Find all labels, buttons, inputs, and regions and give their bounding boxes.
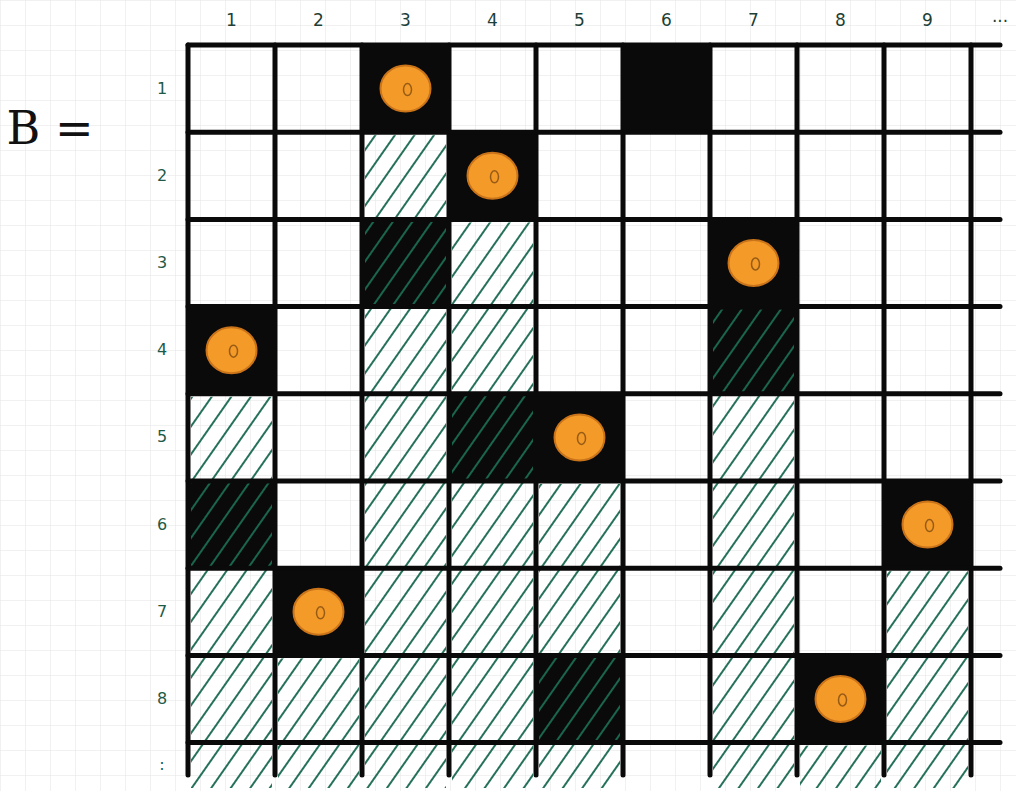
grid-line <box>188 217 1000 222</box>
grid-line <box>534 45 539 775</box>
grid-line <box>447 45 452 775</box>
grid-line <box>188 304 1000 309</box>
black-cell <box>884 481 971 568</box>
column-number: 6 <box>661 12 672 29</box>
black-cell <box>362 45 449 132</box>
grid-line <box>188 130 1000 135</box>
black-cell <box>188 307 275 394</box>
hatch-column <box>278 658 359 788</box>
token-mark <box>926 520 934 532</box>
black-cell <box>797 655 884 742</box>
column-number: 1 <box>226 12 237 29</box>
hatch-column <box>800 746 881 788</box>
grid-line <box>186 45 191 775</box>
token-mark <box>404 84 412 96</box>
row-number: 6 <box>157 517 167 533</box>
grid-line <box>188 653 1000 658</box>
grid-lines <box>188 45 1000 775</box>
token-mark <box>752 258 760 270</box>
black-cell <box>275 568 362 655</box>
hatch-column <box>365 135 446 788</box>
grid-line <box>188 479 1000 484</box>
black-cell <box>449 132 536 219</box>
token-mark <box>578 432 586 444</box>
column-ellipsis: ... <box>992 8 1008 25</box>
column-number: 2 <box>313 12 324 29</box>
orange-token <box>555 414 605 460</box>
row-number: 7 <box>157 604 167 620</box>
column-number: 5 <box>574 12 585 29</box>
orange-token <box>207 327 257 373</box>
row-number: 4 <box>157 342 167 358</box>
row-number: 1 <box>157 81 167 97</box>
grid-line <box>188 43 1000 48</box>
orange-token <box>294 589 344 635</box>
row-number: 3 <box>157 255 167 271</box>
grid-line <box>188 566 1000 571</box>
token-mark <box>230 345 238 357</box>
grid-line <box>795 45 800 775</box>
grid-line <box>882 45 887 775</box>
orange-token <box>468 153 518 199</box>
row-number: 8 <box>157 691 167 707</box>
column-number: 4 <box>487 12 498 29</box>
grid-line <box>621 45 626 775</box>
row-number: 5 <box>157 429 167 445</box>
dot-layer <box>207 66 953 722</box>
board-name: B = <box>7 105 94 151</box>
orange-token <box>381 66 431 112</box>
grid-line <box>188 740 1000 745</box>
token-mark <box>317 607 325 619</box>
grid-line <box>360 45 365 775</box>
column-number: 3 <box>400 12 411 29</box>
column-number: 9 <box>922 12 933 29</box>
grid-line <box>708 45 713 775</box>
row-ellipsis: : <box>159 757 164 773</box>
orange-token <box>816 676 866 722</box>
grid-line <box>273 45 278 775</box>
grid-line <box>188 391 1000 396</box>
black-cell <box>623 45 710 132</box>
orange-token <box>903 502 953 548</box>
column-number: 8 <box>835 12 846 29</box>
hatch-layer <box>191 135 968 788</box>
orange-token <box>729 240 779 286</box>
grid-line <box>969 45 974 775</box>
row-number: 2 <box>157 168 167 184</box>
black-cell <box>536 394 623 481</box>
token-mark <box>839 694 847 706</box>
hatch-column <box>887 571 968 788</box>
column-number: 7 <box>748 12 759 29</box>
hatch-column <box>713 310 794 788</box>
token-mark <box>491 171 499 183</box>
black-cell <box>710 219 797 306</box>
hatch-column <box>191 397 272 788</box>
